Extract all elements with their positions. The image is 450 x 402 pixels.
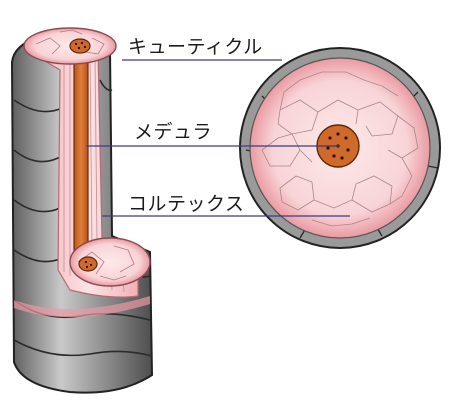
medulla-column	[73, 51, 89, 271]
step-cross-section	[69, 237, 151, 287]
cortex-label: コルテックス	[128, 193, 245, 215]
bottom-cortex-ring	[14, 296, 150, 318]
leader-lines	[86, 59, 350, 217]
medulla-top	[69, 38, 91, 54]
medulla-label: メデュラ	[134, 121, 213, 143]
cuticle-label: キューティクル	[128, 36, 263, 58]
medulla-step	[78, 256, 98, 272]
hair-cross-section	[239, 47, 441, 249]
cortex-cells	[261, 71, 419, 227]
hair-shaft-cutaway	[10, 27, 154, 394]
